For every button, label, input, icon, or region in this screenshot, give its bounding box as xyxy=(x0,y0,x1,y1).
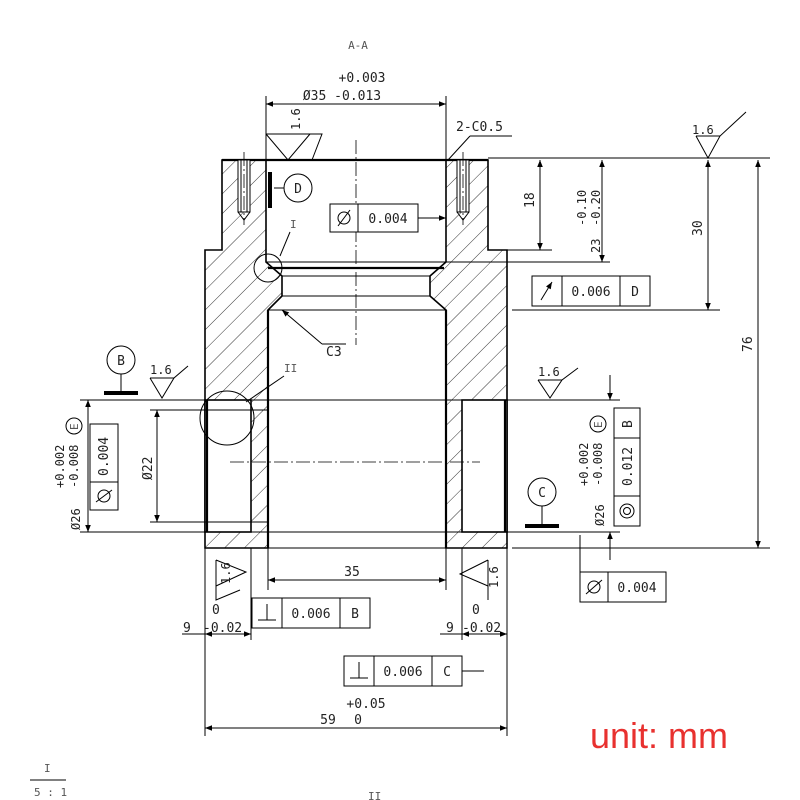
svg-text:1.6: 1.6 xyxy=(538,365,560,379)
svg-text:0.006: 0.006 xyxy=(571,285,610,300)
perpendicularity-icon xyxy=(350,662,368,679)
svg-text:-0.008: -0.008 xyxy=(67,445,81,488)
dim-9-right: 0 9 -0.02 xyxy=(440,548,508,736)
concentricity-icon xyxy=(619,503,635,519)
svg-text:B: B xyxy=(351,607,359,622)
dim-35: 35 xyxy=(267,548,447,590)
svg-text:35: 35 xyxy=(344,565,360,580)
svg-text:I: I xyxy=(290,218,297,231)
svg-text:+0.002: +0.002 xyxy=(577,443,591,486)
svg-text:9: 9 xyxy=(446,621,454,636)
roughness-right: 1.6 xyxy=(537,365,579,399)
svg-text:+0.002: +0.002 xyxy=(53,445,67,488)
svg-text:0.004: 0.004 xyxy=(617,581,656,596)
svg-text:23: 23 xyxy=(589,239,603,253)
svg-text:E: E xyxy=(68,423,81,430)
svg-text:-0.02: -0.02 xyxy=(462,621,501,636)
chamfer-c3: C3 xyxy=(281,309,346,360)
svg-text:+0.003: +0.003 xyxy=(339,71,386,86)
svg-text:1.6: 1.6 xyxy=(219,562,233,584)
roughness-bottom-left: 1.6 xyxy=(215,559,248,601)
detail-circle-i xyxy=(253,253,283,283)
svg-text:II: II xyxy=(284,362,297,375)
svg-text:30: 30 xyxy=(691,220,706,236)
svg-text:9: 9 xyxy=(183,621,191,636)
detail-label-ii-bottom: II xyxy=(368,790,381,800)
datum-b: B xyxy=(104,345,138,395)
svg-text:-0.02: -0.02 xyxy=(203,621,242,636)
roughness-bottom-right: 1.6 xyxy=(458,559,501,600)
svg-text:D: D xyxy=(294,182,302,197)
roughness-top-left: 1.6 xyxy=(265,108,323,161)
svg-text:0.006: 0.006 xyxy=(291,607,330,622)
svg-text:0.006: 0.006 xyxy=(383,665,422,680)
svg-text:Ø35 -0.013: Ø35 -0.013 xyxy=(303,89,381,104)
svg-text:0: 0 xyxy=(354,713,362,728)
fcf-cylindricity-right: 0.004 xyxy=(579,548,667,603)
dim-9-left: 0 9 -0.02 xyxy=(182,548,252,736)
svg-text:C3: C3 xyxy=(326,345,342,360)
fcf-cylindricity-bore: 0.004 xyxy=(329,203,446,233)
cylindricity-icon xyxy=(337,209,351,227)
svg-text:1.6: 1.6 xyxy=(150,363,172,377)
svg-text:-0.20: -0.20 xyxy=(589,190,603,226)
svg-text:2-C0.5: 2-C0.5 xyxy=(456,120,503,135)
svg-text:E: E xyxy=(592,421,605,428)
perpendicularity-icon xyxy=(258,604,276,621)
svg-text:0.012: 0.012 xyxy=(621,447,636,486)
unit-label: unit: mm xyxy=(590,715,728,756)
svg-text:0.004: 0.004 xyxy=(368,212,407,227)
svg-text:18: 18 xyxy=(523,192,538,208)
svg-text:B: B xyxy=(621,420,636,428)
svg-text:Ø26: Ø26 xyxy=(69,508,83,530)
dim-right-stack: 18 -0.10 -0.20 23 30 76 xyxy=(446,157,770,549)
svg-text:D: D xyxy=(631,285,639,300)
svg-text:B: B xyxy=(117,354,125,369)
cylindricity-icon xyxy=(585,579,603,595)
dim-bore-35: +0.003 Ø35 -0.013 xyxy=(265,71,447,160)
datum-c: C xyxy=(525,477,559,528)
svg-text:Ø22: Ø22 xyxy=(141,457,156,480)
svg-text:C: C xyxy=(443,665,451,680)
section-label: A-A xyxy=(348,39,368,52)
svg-text:-0.10: -0.10 xyxy=(575,190,589,226)
right-bearing-seat xyxy=(461,399,508,533)
dim-d22: Ø22 xyxy=(141,409,268,523)
svg-text:1.6: 1.6 xyxy=(487,566,501,588)
svg-text:0: 0 xyxy=(212,603,220,618)
svg-text:0.004: 0.004 xyxy=(97,437,112,476)
svg-text:5 : 1: 5 : 1 xyxy=(34,786,67,799)
svg-text:1.6: 1.6 xyxy=(692,123,714,137)
fcf-cylindricity-left: 0.004 xyxy=(89,423,119,511)
part-section xyxy=(199,140,508,549)
fcf-perpendicularity-b: 0.006 B xyxy=(251,597,371,629)
svg-text:1.6: 1.6 xyxy=(289,108,303,130)
svg-text:I: I xyxy=(44,762,51,775)
svg-text:-0.008: -0.008 xyxy=(591,443,605,486)
roughness-left: 1.6 xyxy=(149,363,189,399)
svg-text:76: 76 xyxy=(741,336,756,352)
detail-scale-label: I 5 : 1 xyxy=(30,762,67,799)
cylindricity-icon xyxy=(95,489,113,503)
runout-icon xyxy=(540,281,553,301)
svg-text:+0.05: +0.05 xyxy=(346,697,385,712)
svg-text:Ø26: Ø26 xyxy=(593,504,607,526)
roughness-top-right: 1.6 xyxy=(692,111,747,160)
fcf-perpendicularity-c: 0.006 C xyxy=(343,655,484,687)
detail-circle-ii xyxy=(199,390,255,446)
datum-d: D xyxy=(274,173,313,203)
dim-d26-right: +0.002 -0.008 Ø26 E xyxy=(507,375,620,560)
fcf-runout: 0.006 D xyxy=(531,275,651,307)
svg-text:0: 0 xyxy=(472,603,480,618)
svg-text:59: 59 xyxy=(320,713,336,728)
dim-d26-left: +0.002 -0.008 Ø26 E xyxy=(53,399,205,533)
chamfer-top-callout: 2-C0.5 xyxy=(447,120,512,161)
dim-59: +0.05 59 0 xyxy=(205,697,507,731)
svg-text:C: C xyxy=(538,486,546,501)
fcf-coaxiality-right: B 0.012 xyxy=(613,407,641,527)
left-bearing-seat xyxy=(204,399,252,533)
